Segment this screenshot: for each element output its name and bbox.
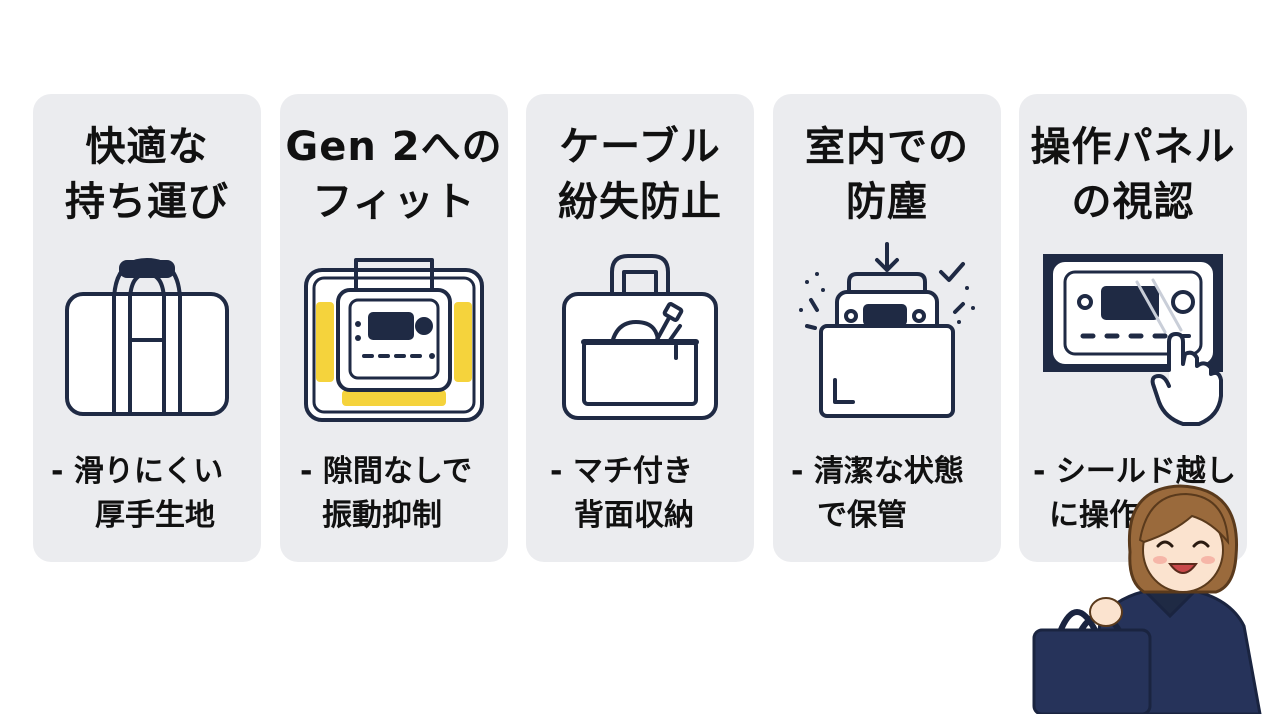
card-description: - 清潔な状態 で保管 (791, 454, 964, 533)
card-description: - 隙間なしで 振動抑制 (300, 454, 472, 533)
card-title: 快適な 持ち運び (65, 124, 229, 225)
control-panel-touch-icon (1043, 254, 1223, 426)
feature-card-cable: ケーブル 紛失防止 - マチ付き 背面収納 (526, 94, 754, 562)
card-title: 操作パネル の視認 (1030, 124, 1236, 225)
card-title: ケーブル 紛失防止 (558, 124, 722, 225)
card-description: - シールド越し に操作 (1033, 454, 1236, 533)
power-station-in-case-icon (304, 258, 484, 422)
tote-bag-icon (65, 258, 229, 416)
feature-card-carrying: 快適な 持ち運び - 滑りにくい 厚手生地 (33, 94, 261, 562)
card-title: Gen 2への フィット (285, 124, 503, 225)
card-title: 室内での 防塵 (805, 124, 969, 225)
card-description: - 滑りにくい 厚手生地 (51, 454, 224, 533)
bag-cable-pocket-icon (562, 254, 718, 420)
feature-card-dust: 室内での 防塵 - 清潔な状態 で保管 (773, 94, 1001, 562)
feature-card-panel: 操作パネル の視認 - シールド越し に操作 (1019, 94, 1247, 562)
dust-cover-icon (799, 242, 975, 418)
woman-with-bag-illustration (1032, 484, 1262, 714)
feature-card-fit: Gen 2への フィット - 隙間なしで 振動抑制 (280, 94, 508, 562)
card-description: - マチ付き 背面収納 (550, 454, 694, 533)
